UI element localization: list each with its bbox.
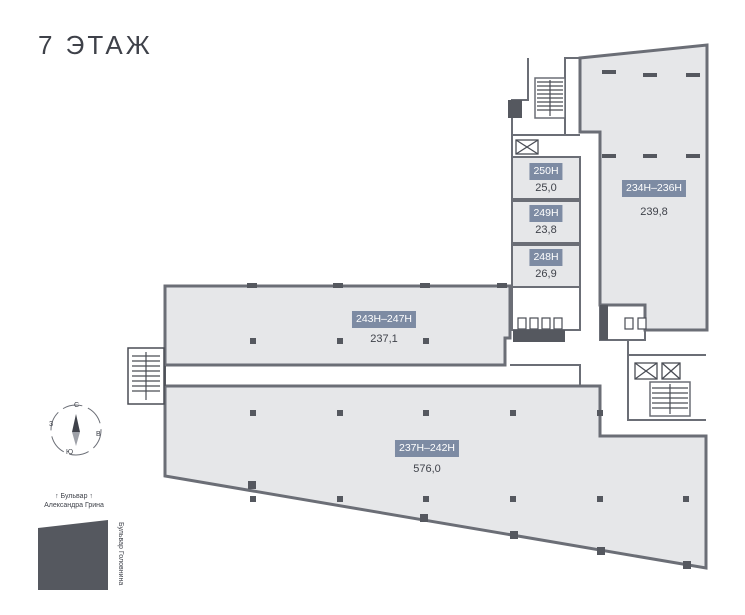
street-top-label: ↑ Бульвар ↑ Александра Грина — [36, 492, 112, 510]
site-block — [38, 520, 108, 590]
unit-234-236-tag[interactable]: 234Н–236Н — [621, 180, 687, 197]
unit-250-tag[interactable]: 250Н — [529, 163, 563, 180]
street-top-line2: Александра Грина — [44, 502, 104, 509]
compass-west: З — [49, 421, 54, 428]
stair-right — [649, 381, 691, 417]
stair-left — [127, 347, 165, 405]
unit-234-236-area-value: 239,8 — [640, 206, 668, 218]
elevators — [515, 139, 681, 380]
unit-243-247-tag[interactable]: 243Н–247Н — [351, 311, 417, 328]
columns — [247, 70, 700, 569]
unit-237-242-area-value: 576,0 — [413, 463, 441, 475]
unit-248-area-value: 26,9 — [535, 268, 557, 280]
wc-fixtures — [517, 317, 647, 330]
unit-237-242-tag[interactable]: 237Н–242Н — [394, 440, 460, 457]
unit-248-tag[interactable]: 248Н — [529, 249, 563, 266]
unit-250-area-value: 25,0 — [535, 182, 557, 194]
unit-249-area-value: 23,8 — [535, 224, 557, 236]
street-top-line1: ↑ Бульвар ↑ — [55, 493, 93, 500]
unit-243-247-area-value: 237,1 — [370, 333, 398, 345]
compass-south: Ю — [66, 449, 74, 456]
street-right-label: Бульвар Головнина — [117, 522, 124, 586]
compass-rose — [50, 404, 102, 456]
unit-249-tag[interactable]: 249Н — [529, 205, 563, 222]
floor-title: 7 ЭТАЖ — [38, 30, 153, 60]
unit-237-242-area[interactable] — [163, 384, 708, 570]
stair-top — [534, 77, 566, 119]
compass-north: С — [74, 402, 80, 409]
compass-east: В — [96, 431, 101, 438]
unit-243-247-area[interactable] — [163, 284, 512, 367]
